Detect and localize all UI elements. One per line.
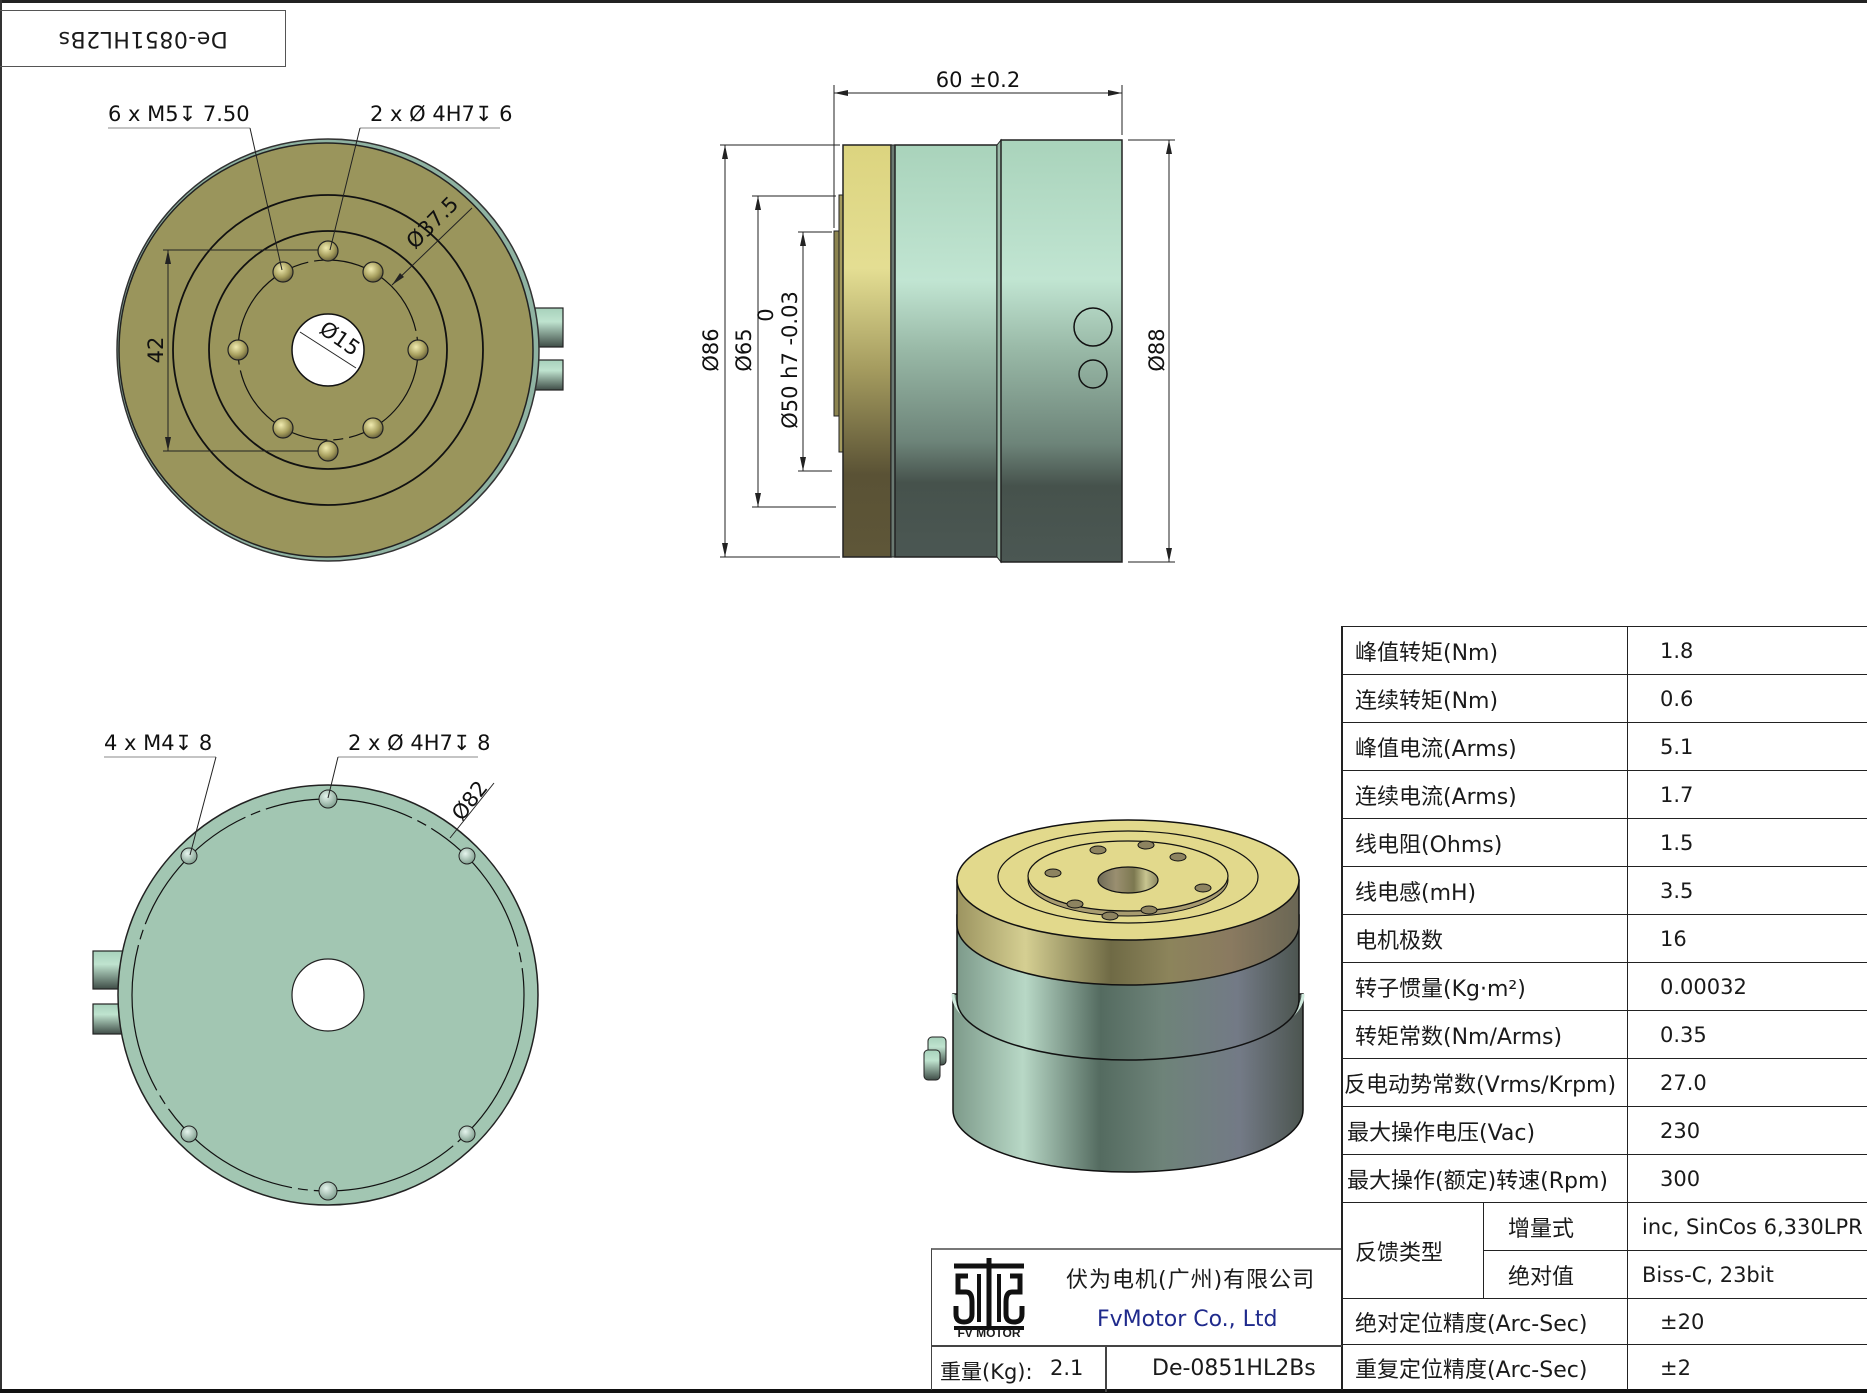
svg-text:6 x M5↧ 7.50: 6 x M5↧ 7.50	[108, 102, 250, 126]
side-view: 60 ±0.2 Ø86 Ø65 Ø50 h7 -0.03 0 Ø88	[699, 68, 1175, 564]
spec-label: 转矩常数(Nm/Arms)	[1341, 1011, 1628, 1058]
spec-value: 1.7	[1660, 782, 1694, 807]
feedback-absolute-value: Biss-C, 23bit	[1628, 1250, 1867, 1298]
table-row: 线电感(mH) 3.5	[1341, 866, 1867, 914]
spec-value: 27.0	[1660, 1070, 1707, 1095]
spec-label: 线电感(mH)	[1341, 867, 1628, 914]
table-row: 最大操作电压(Vac) 230	[1341, 1106, 1867, 1154]
table-row: 重复定位精度(Arc-Sec) ±2	[1341, 1344, 1867, 1390]
spec-label: 连续电流(Arms)	[1341, 771, 1628, 818]
title-block: FV MOTOR 伏为电机(广州)有限公司 FvMotor Co., Ltd 重…	[931, 1248, 1342, 1392]
revision-box: De-0851HL2Bs	[0, 10, 286, 67]
feedback-type-label: 反馈类型	[1341, 1202, 1484, 1298]
table-row: 电机极数 16	[1341, 914, 1867, 962]
isometric-view	[923, 819, 1305, 1173]
table-row: 峰值电流(Arms) 5.1	[1341, 722, 1867, 770]
spec-value: 300	[1660, 1166, 1701, 1191]
svg-text:2 x Ø 4H7↧ 8: 2 x Ø 4H7↧ 8	[348, 731, 491, 755]
spec-label: 峰值电流(Arms)	[1341, 723, 1628, 770]
spec-value: ±2	[1660, 1355, 1691, 1380]
model-number: De-0851HL2Bs	[1152, 1356, 1316, 1381]
frame-bottom-border	[0, 1389, 1867, 1393]
frame-top-border	[0, 0, 1867, 3]
table-row: 最大操作(额定)转速(Rpm) 300	[1341, 1154, 1867, 1202]
spec-value: 230	[1660, 1118, 1701, 1143]
spec-label: 绝对定位精度(Arc-Sec)	[1341, 1299, 1628, 1344]
table-row: 连续电流(Arms) 1.7	[1341, 770, 1867, 818]
spec-label: 最大操作电压(Vac)	[1341, 1107, 1628, 1154]
table-row: 峰值转矩(Nm) 1.8	[1341, 626, 1867, 674]
spec-value: 16	[1660, 926, 1687, 951]
spec-label: 反电动势常数(Vrms/Krpm)	[1341, 1059, 1628, 1106]
feedback-incremental-value: inc, SinCos 6,330LPR	[1628, 1202, 1867, 1250]
connector-icon	[534, 359, 564, 391]
spec-label: 线电阻(Ohms)	[1341, 819, 1628, 866]
svg-text:Ø88: Ø88	[1145, 328, 1169, 371]
spec-value: 5.1	[1660, 734, 1694, 759]
spec-value: 0.00032	[1660, 974, 1747, 999]
svg-text:Ø65: Ø65	[732, 328, 756, 371]
company-name-cn: 伏为电机(广州)有限公司	[1066, 1268, 1316, 1293]
logo-text: FV MOTOR	[957, 1326, 1021, 1340]
spec-label: 转子惯量(Kg·m²)	[1341, 963, 1628, 1010]
spec-label: 连续转矩(Nm)	[1341, 675, 1628, 722]
svg-text:42: 42	[144, 337, 168, 364]
table-row: 转子惯量(Kg·m²) 0.00032	[1341, 962, 1867, 1010]
svg-text:2 x Ø 4H7↧ 6: 2 x Ø 4H7↧ 6	[370, 102, 513, 126]
spec-value: 0.35	[1660, 1022, 1707, 1047]
svg-text:Ø82: Ø82	[447, 776, 493, 825]
weight-value: 2.1	[1050, 1356, 1084, 1380]
fv-motor-logo-icon	[953, 1258, 1025, 1330]
svg-text:Ø50 h7 -0.03: Ø50 h7 -0.03	[778, 291, 802, 429]
top-view: 42 Ø37.5 Ø15 6 x M5↧ 7.50 2 x Ø 4H7↧ 6	[108, 102, 564, 562]
bottom-view: 4 x M4↧ 8 2 x Ø 4H7↧ 8 Ø82	[92, 731, 539, 1206]
frame-left-border	[0, 0, 2, 1393]
company-name-en: FvMotor Co., Ltd	[1097, 1307, 1278, 1332]
spec-value: 3.5	[1660, 878, 1694, 903]
feedback-incremental-label: 增量式	[1484, 1202, 1628, 1250]
title-vertical-divider	[1105, 1346, 1107, 1392]
svg-text:60 ±0.2: 60 ±0.2	[936, 68, 1020, 92]
weight-label: 重量(Kg):	[940, 1360, 1033, 1384]
spec-value: 1.5	[1660, 830, 1694, 855]
spec-label: 电机极数	[1341, 915, 1628, 962]
spec-value: 0.6	[1660, 686, 1694, 711]
svg-text:Ø86: Ø86	[699, 328, 723, 371]
table-row: 线电阻(Ohms) 1.5	[1341, 818, 1867, 866]
spec-label: 最大操作(额定)转速(Rpm)	[1341, 1155, 1628, 1202]
title-divider	[932, 1345, 1342, 1347]
svg-text:4 x M4↧ 8: 4 x M4↧ 8	[104, 731, 212, 755]
spec-value: ±20	[1660, 1309, 1705, 1334]
spec-value: 1.8	[1660, 638, 1694, 663]
svg-text:0: 0	[754, 308, 778, 321]
table-row: 反电动势常数(Vrms/Krpm) 27.0	[1341, 1058, 1867, 1106]
table-left-border	[1341, 626, 1343, 1390]
table-row: 连续转矩(Nm) 0.6	[1341, 674, 1867, 722]
spec-label: 重复定位精度(Arc-Sec)	[1341, 1345, 1628, 1390]
table-row: 转矩常数(Nm/Arms) 0.35	[1341, 1010, 1867, 1058]
spec-label: 峰值转矩(Nm)	[1341, 627, 1628, 674]
table-row: 绝对定位精度(Arc-Sec) ±20	[1341, 1298, 1867, 1344]
feedback-absolute-label: 绝对值	[1484, 1250, 1628, 1298]
